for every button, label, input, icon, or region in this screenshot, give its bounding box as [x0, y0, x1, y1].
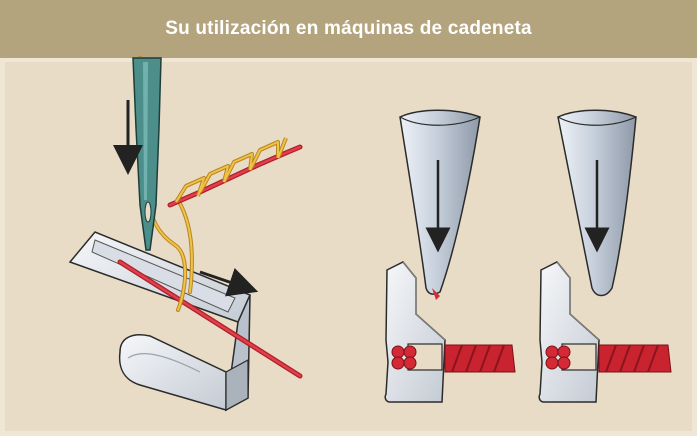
needle-icon [399, 109, 481, 295]
chain-stitch-icon [167, 137, 303, 208]
figure-header: Su utilización en máquinas de cadeneta [0, 0, 697, 58]
needle-icon [132, 57, 162, 251]
needle-clear-thread-illustration [538, 109, 672, 403]
needle-piercing-thread-illustration [384, 109, 516, 403]
twisted-thread-icon [391, 344, 516, 373]
looper-icon [68, 231, 251, 412]
right-arrow-icon [199, 267, 259, 297]
presser-foot-icon [538, 261, 600, 403]
figure-title: Su utilización en máquinas de cadeneta [165, 18, 532, 39]
chainstitch-looper-illustration [68, 56, 303, 412]
twisted-thread-icon [545, 344, 672, 373]
